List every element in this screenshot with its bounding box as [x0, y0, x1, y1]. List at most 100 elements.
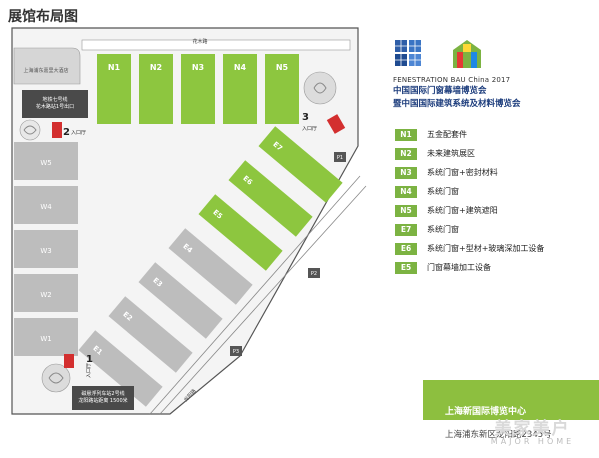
legend-label: 五金配套件 [427, 130, 467, 139]
floor-map: 花木路 上海浦东嘉里大酒店 N1 N2 N3 N4 N5 地铁七号线花木路站1号出口 2… [0, 26, 370, 416]
hall-label: N5 [276, 63, 289, 72]
parking-label: P1 [337, 155, 343, 161]
entrance-2-label: 入口厅 [71, 130, 86, 136]
entrance-1-number: 1 [86, 354, 93, 365]
parking-label: P3 [233, 349, 239, 355]
plaza-sw-icon [48, 372, 64, 384]
legend-label: 系统门窗+建筑遮阳 [427, 206, 498, 215]
legend-code: E5 [395, 261, 417, 274]
bottom-road [149, 175, 361, 415]
parking-p2 [308, 268, 320, 278]
entrance-1-label: 入口厅 [86, 363, 92, 378]
hall-label: N2 [150, 63, 162, 72]
page-title: 展馆布局图 [8, 9, 78, 25]
hall-e4[interactable]: E4 [168, 228, 253, 305]
hall-e3[interactable]: E3 [138, 262, 223, 339]
hall-w5[interactable] [14, 142, 78, 180]
legend-item-n3: N3 系统门窗+密封材料 [395, 166, 595, 179]
hall-label: N4 [234, 63, 247, 72]
exhibition-name-en: FENESTRATION BAU China 2017 [393, 76, 511, 84]
entrance-1-marker[interactable] [64, 354, 74, 368]
legend-label: 未来建筑展区 [427, 149, 475, 158]
hall-n1[interactable] [97, 54, 131, 124]
legend-label: 门窗幕墙加工设备 [427, 263, 491, 272]
metro-north-box [22, 90, 88, 118]
metro-south-box [72, 386, 134, 410]
hall-e5[interactable]: E5 [198, 194, 283, 271]
entrance-3-number: 3 [302, 112, 309, 123]
hall-label: W4 [40, 203, 52, 211]
legend-item-e5: E5 门窗幕墙加工设备 [395, 261, 595, 274]
logo-row [393, 34, 593, 70]
hall-w1[interactable] [14, 318, 78, 356]
hall-label: W3 [40, 247, 51, 255]
legend-code: N2 [395, 147, 417, 160]
hall-e6[interactable]: E6 [228, 160, 313, 237]
watermark-en: MAJOR HOME [490, 437, 575, 446]
legend-code: N3 [395, 166, 417, 179]
hall-label: N3 [192, 63, 204, 72]
plaza-nw-icon [23, 125, 37, 135]
hall-e7[interactable]: E7 [258, 126, 343, 203]
top-road-label: 花木路 [192, 38, 207, 45]
hotel-label: 上海浦东嘉里大酒店 [23, 67, 68, 74]
legend-item-n5: N5 系统门窗+建筑遮阳 [395, 204, 595, 217]
venue-address-box: 上海浦东新区龙阳路2345号 [423, 420, 599, 458]
legend-code: N1 [395, 128, 417, 141]
venue-name: 上海新国际博览中心 [445, 407, 527, 417]
hall-label: W2 [40, 291, 51, 299]
hall-label: W5 [40, 159, 51, 167]
hall-n4[interactable] [223, 54, 257, 124]
parking-label: P2 [311, 271, 317, 277]
legend-item-n2: N2 未来建筑展区 [395, 147, 595, 160]
hall-w4[interactable] [14, 186, 78, 224]
plaza-nw [19, 119, 41, 141]
north-halls: N1 N2 N3 N4 N5 [97, 54, 299, 124]
entrance-2-marker[interactable] [52, 122, 62, 138]
floor-map-svg: 花木路 上海浦东嘉里大酒店 N1 N2 N3 N4 N5 地铁七号线花木路站1号出口 2… [11, 27, 367, 415]
hall-w3[interactable] [14, 230, 78, 268]
hall-label: N1 [108, 63, 121, 72]
legend-label: 系统门窗 [427, 225, 459, 234]
watermark: 美家美户 MAJOR HOME [470, 414, 595, 446]
exhibition-name-cn-1: 中国国际门窗幕墙博览会 [393, 86, 487, 96]
logo-area: FENESTRATION BAU China 2017 中国国际门窗幕墙博览会 … [393, 34, 593, 110]
entrance-2-number: 2 [63, 127, 70, 138]
parking-p1 [334, 152, 346, 162]
top-road [81, 39, 351, 51]
legend-label: 系统门窗 [427, 187, 459, 196]
plaza-sw [41, 363, 71, 393]
legend-label: 系统门窗+密封材料 [427, 168, 498, 177]
hall-e1[interactable]: E1 [78, 330, 163, 407]
legend-code: E7 [395, 223, 417, 236]
plaza-ne-icon [313, 82, 327, 94]
hall-n5[interactable] [265, 54, 299, 124]
hall-label: W1 [40, 335, 51, 343]
legend-code: E6 [395, 242, 417, 255]
parking-p3 [230, 346, 242, 356]
fenestration-logo-icon [395, 40, 421, 66]
bottom-road-edge [159, 185, 367, 415]
plaza-ne [303, 71, 337, 105]
legend-item-e7: E7 系统门窗 [395, 223, 595, 236]
entrance-3-marker[interactable] [326, 114, 346, 134]
legend-item-n1: N1 五金配套件 [395, 128, 595, 141]
hall-n2[interactable] [139, 54, 173, 124]
bau-logo-icon [453, 40, 481, 68]
exhibition-name-cn-2: 暨中国国际建筑系统及材料博览会 [393, 99, 521, 109]
hall-n3[interactable] [181, 54, 215, 124]
legend-label: 系统门窗+型材+玻璃深加工设备 [427, 244, 545, 253]
hotel-block [13, 47, 81, 85]
watermark-cn: 美家美户 [494, 419, 571, 439]
metro-north-label: 地铁七号线花木路站1号出口 [36, 96, 74, 110]
hall-w2[interactable] [14, 274, 78, 312]
legend-code: N5 [395, 204, 417, 217]
venue-panel: 上海新国际博览中心 上海浦东新区龙阳路2345号 [423, 380, 599, 458]
legend-item-e6: E6 系统门窗+型材+玻璃深加工设备 [395, 242, 595, 255]
hall-e2[interactable]: E2 [108, 296, 193, 373]
